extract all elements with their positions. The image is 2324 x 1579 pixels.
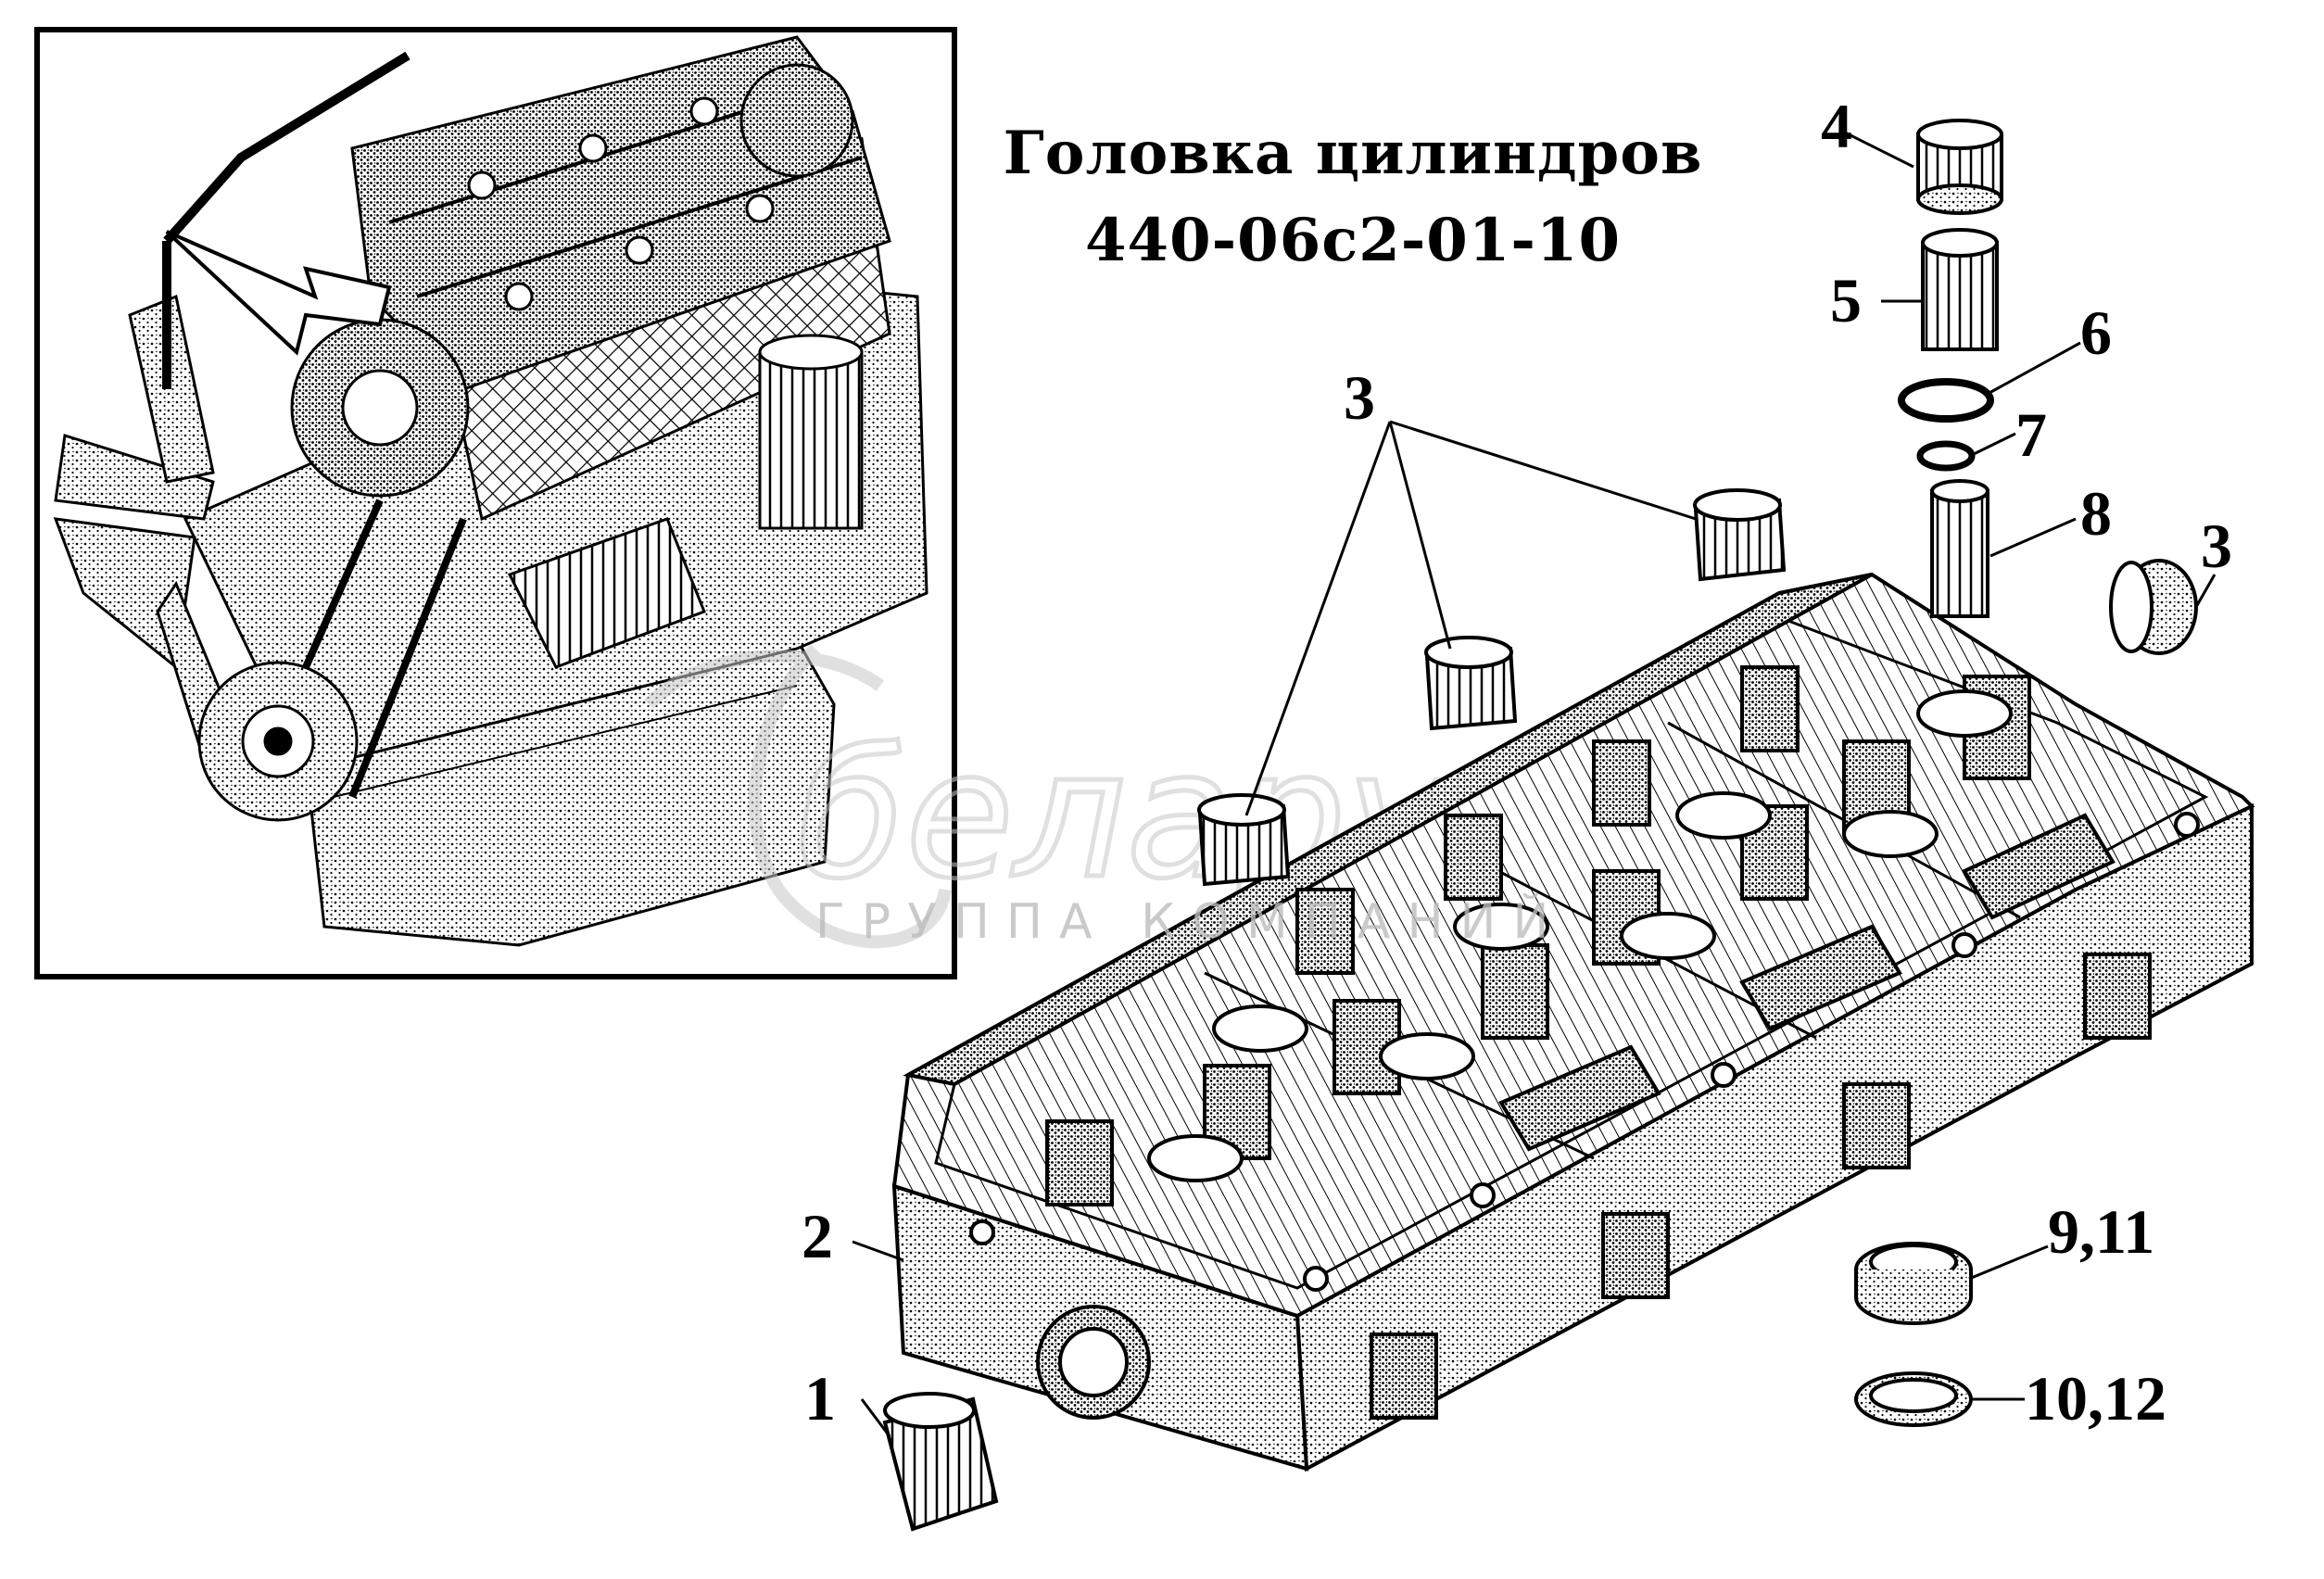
part-9-11-ring	[1854, 1242, 1973, 1325]
callout-10-12: 10,12	[2025, 1363, 2166, 1434]
diagram-part-number: 440-06с2-01-10	[1085, 206, 1621, 275]
part-3-plug	[1693, 488, 1787, 582]
callout-3-group: 3	[1344, 362, 1375, 433]
callout-7: 7	[2015, 399, 2047, 470]
callout-8: 8	[2080, 478, 2112, 549]
callout-9-11: 9,11	[2048, 1196, 2155, 1267]
callout-1: 1	[804, 1363, 836, 1434]
parts	[882, 119, 2198, 1532]
diagram-title: Головка цилиндров	[1003, 119, 1703, 188]
part-4-cap	[1916, 119, 2003, 215]
part-5-sleeve	[1921, 228, 1999, 351]
callout-3-right: 3	[2201, 511, 2232, 581]
leader-lines	[852, 128, 2217, 1437]
part-1-ring	[882, 1392, 999, 1532]
callout-4: 4	[1821, 91, 1852, 161]
part-6-ring	[1898, 378, 1994, 423]
part-3-plug	[1424, 636, 1518, 731]
callout-5: 5	[1830, 265, 1862, 335]
callout-6: 6	[2080, 297, 2112, 368]
part-10-12-ring	[1854, 1371, 1973, 1427]
part-3-plug	[1197, 793, 1291, 887]
cylinder-head	[891, 572, 2255, 1472]
part-7-small-ring	[1916, 440, 1976, 472]
engine-inset	[34, 27, 957, 979]
callout-2: 2	[802, 1201, 833, 1271]
watermark-tagline: ГРУППА КОМПАНИЙ	[815, 894, 1566, 950]
part-8-tube	[1930, 479, 1989, 618]
part-3-plug-right	[2109, 559, 2198, 655]
